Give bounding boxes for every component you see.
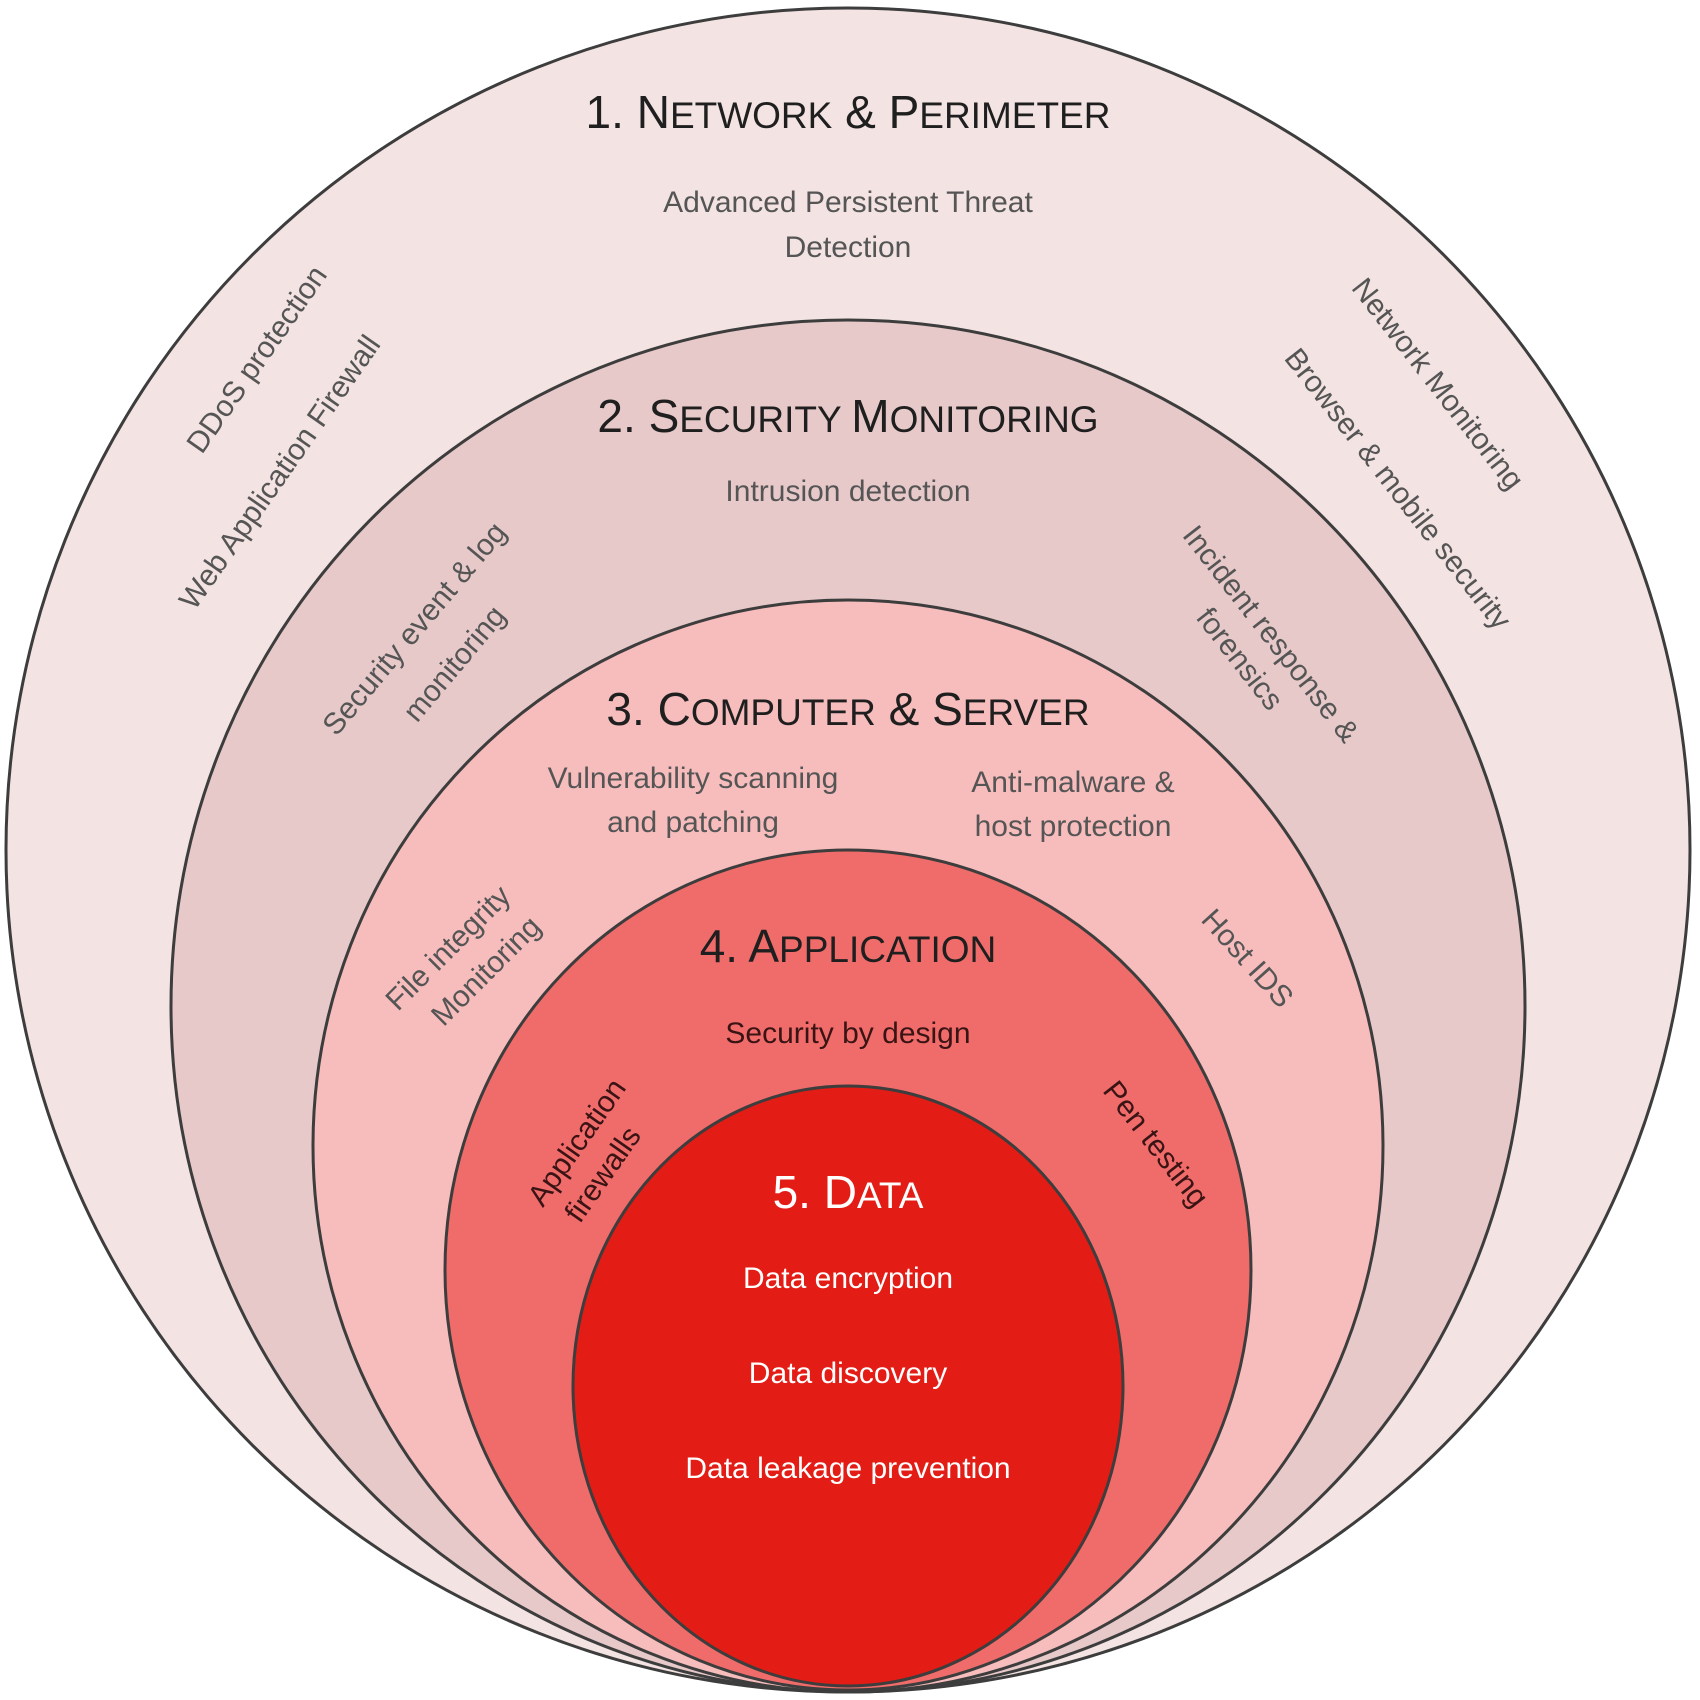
layer-1-title: 1. NETWORK & PERIMETER: [586, 86, 1111, 138]
layer-5-data-circle: [571, 1084, 1125, 1688]
anti-malware-label-line2: host protection: [975, 810, 1172, 843]
vulnerability-scanning-label: Vulnerability scanning: [548, 762, 839, 795]
anti-malware-label: Anti-malware &: [971, 766, 1174, 799]
layer-4-title: 4. APPLICATION: [700, 920, 997, 972]
vulnerability-scanning-label-line2: and patching: [607, 806, 779, 839]
data-encryption-label: Data encryption: [743, 1262, 953, 1295]
data-leakage-prevention-label: Data leakage prevention: [685, 1452, 1010, 1485]
layer-3-title: 3. COMPUTER & SERVER: [606, 683, 1089, 735]
layer-2-title: 2. SECURITY MONITORING: [597, 390, 1098, 442]
security-by-design-label: Security by design: [725, 1017, 970, 1050]
intrusion-detection-label: Intrusion detection: [725, 475, 970, 508]
layer-5-title: 5. DATA: [773, 1166, 924, 1218]
data-discovery-label: Data discovery: [749, 1357, 947, 1390]
advanced-persistent-threat-label-line2: Detection: [785, 231, 912, 264]
advanced-persistent-threat-label: Advanced Persistent Threat: [663, 186, 1033, 219]
